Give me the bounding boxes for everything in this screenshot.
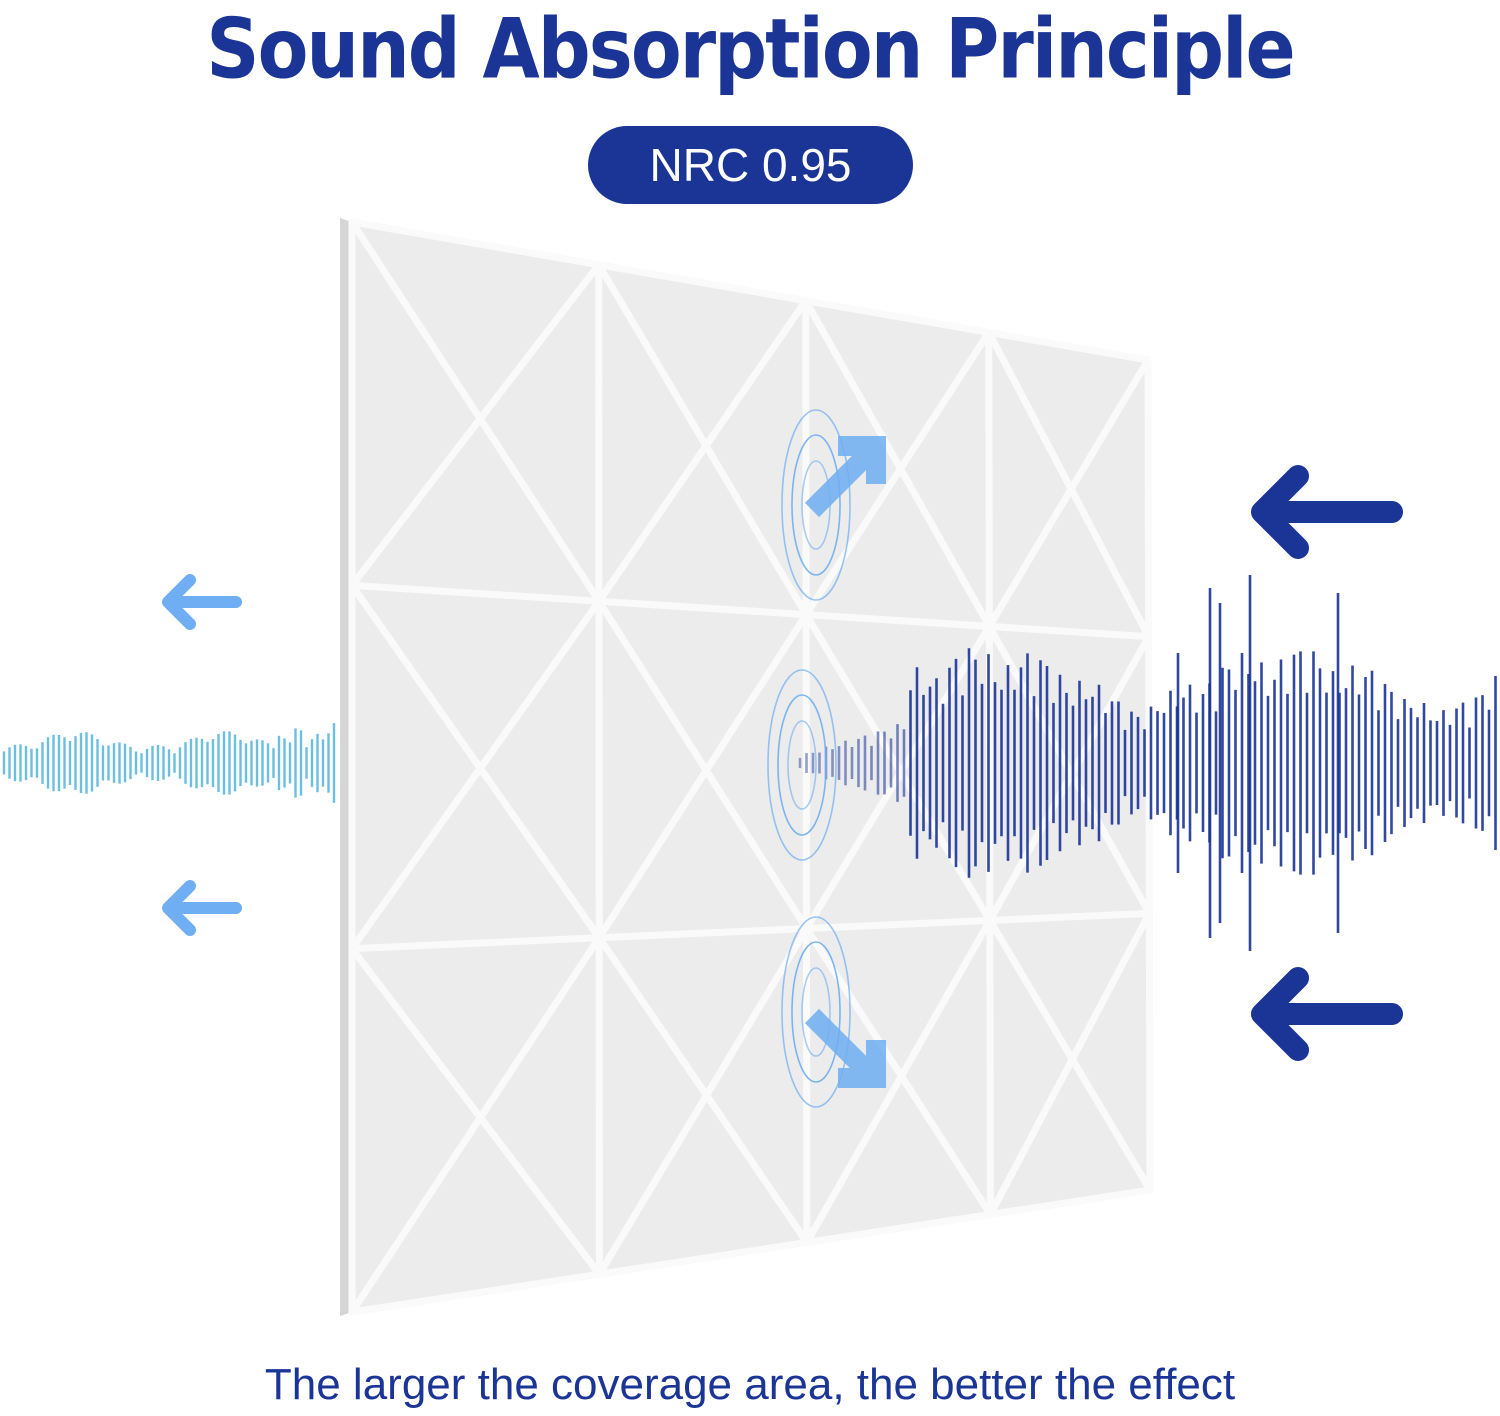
panel-ridge: [1144, 356, 1154, 1194]
ripple-ring: [787, 720, 817, 810]
panel-ridges: [348, 218, 1154, 1316]
panel-ridge: [595, 611, 810, 942]
panel-ridge: [802, 297, 811, 1246]
panel-face: [352, 222, 1150, 1312]
ripple-ring: [791, 434, 841, 576]
panel-ridge: [986, 909, 1153, 1218]
panel-ridge: [348, 218, 1152, 364]
panel-ridge: [348, 945, 603, 1278]
incoming-arrow-icon-bottom: [1251, 967, 1403, 1061]
ripple-ring: [801, 967, 831, 1057]
panel-ridge: [348, 597, 603, 953]
panel-ridge: [348, 909, 1153, 953]
panel-ridge: [985, 622, 1153, 917]
panel-ridge: [986, 633, 1153, 924]
panel-ridge: [595, 925, 810, 1278]
ripple-ring: [781, 409, 851, 601]
acoustic-panel: [340, 218, 1154, 1316]
panel-ridge: [348, 1186, 1154, 1316]
panel-ridge: [348, 261, 603, 589]
ripple-ring: [791, 941, 841, 1083]
panel-ridge: [595, 597, 810, 933]
incoming-sound-wave: [798, 575, 1497, 951]
panel-ridge: [803, 916, 994, 1246]
panel-ridge: [348, 218, 603, 605]
absorbed-sound-wave: [2, 723, 336, 803]
panel-ridge: [595, 934, 811, 1246]
title: Sound Absorption Principle: [206, 1, 1295, 98]
ripple-ring: [781, 916, 851, 1108]
panel-ridge: [348, 934, 603, 1316]
transmitted-arrow-icon-top: [162, 574, 242, 630]
ripple-ring: [767, 669, 837, 861]
panel-ridge: [595, 297, 810, 605]
panel-ridge: [348, 581, 1153, 641]
panel-ridge: [985, 356, 1152, 630]
caption: The larger the coverage area, the better…: [264, 1360, 1236, 1409]
incoming-arrow-icon-top: [1251, 465, 1403, 559]
panel-ridge: [802, 297, 993, 630]
diffused-arrow-icon-down: [804, 1008, 886, 1088]
ripple-ring: [777, 694, 827, 836]
panel-ridge: [595, 261, 603, 1278]
transmitted-arrow-icon-bottom: [162, 880, 242, 936]
panel-ridge: [985, 328, 1153, 641]
panel-ridge: [986, 916, 1154, 1194]
panel-ridge: [802, 328, 993, 619]
panel-ridge: [348, 581, 603, 942]
panel-ripples: [767, 409, 851, 1108]
nrc-badge: NRC 0.95: [588, 126, 913, 204]
panel-ridge: [595, 261, 810, 619]
diffused-arrow-icon-up: [804, 436, 886, 518]
